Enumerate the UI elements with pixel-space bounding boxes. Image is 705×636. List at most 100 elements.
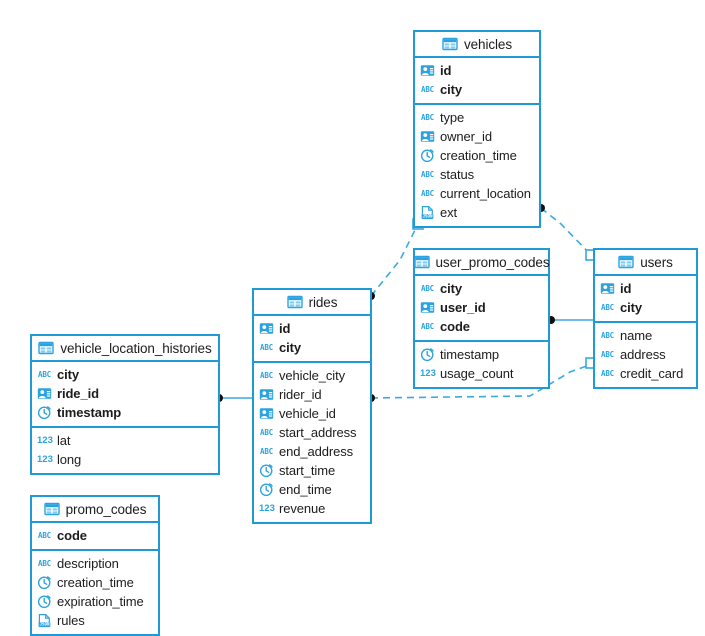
number-icon: 123 (420, 368, 436, 379)
field-end_time[interactable]: end_time (254, 480, 370, 499)
table-icon (442, 36, 458, 52)
clock-icon (420, 347, 435, 362)
field-label: creation_time (57, 575, 134, 590)
abc-text-icon: ABC (601, 331, 614, 340)
id-card-icon (600, 281, 615, 296)
field-timestamp[interactable]: timestamp (415, 345, 548, 364)
pk-field-user_id[interactable]: user_id (415, 298, 548, 317)
pk-field-timestamp[interactable]: timestamp (32, 403, 218, 422)
field-ext[interactable]: JSON ext (415, 203, 539, 222)
entity-header[interactable]: vehicle_location_histories (32, 336, 218, 362)
clock-icon (420, 148, 435, 163)
clock-icon (37, 594, 52, 609)
field-rider_id[interactable]: rider_id (254, 385, 370, 404)
field-start_time[interactable]: start_time (254, 461, 370, 480)
entity-title: vehicles (464, 36, 512, 52)
entity-header[interactable]: promo_codes (32, 497, 158, 523)
entity-title: user_promo_codes (435, 254, 550, 270)
id-card-icon (259, 406, 274, 421)
entity-header[interactable]: user_promo_codes (413, 250, 550, 276)
field-label: rules (57, 613, 85, 628)
field-label: start_time (279, 463, 336, 478)
field-label: rider_id (279, 387, 322, 402)
field-label: ext (440, 205, 458, 220)
table-icon (413, 254, 430, 270)
field-lat[interactable]: 123 lat (32, 431, 218, 450)
abc-text-icon: ABC (260, 428, 273, 437)
field-label: name (620, 328, 653, 343)
abc-text-icon: ABC (601, 303, 614, 312)
clock-icon (259, 482, 274, 497)
abc-text-icon: ABC (38, 559, 51, 568)
entity-header[interactable]: rides (254, 290, 370, 316)
field-label: lat (57, 433, 71, 448)
pk-field-id[interactable]: id (254, 319, 370, 338)
field-label: type (440, 110, 465, 125)
pk-field-id[interactable]: id (415, 61, 539, 80)
field-name[interactable]: ABC name (595, 326, 696, 345)
pk-field-ride_id[interactable]: ride_id (32, 384, 218, 403)
pk-field-city[interactable]: ABC city (595, 298, 696, 317)
abc-text-icon: ABC (260, 343, 273, 352)
abc-text-icon: ABC (38, 370, 51, 379)
field-creation_time[interactable]: creation_time (415, 146, 539, 165)
entity-title: users (640, 254, 673, 270)
field-type[interactable]: ABC type (415, 108, 539, 127)
table-icon (43, 501, 60, 517)
abc-text-icon: ABC (421, 170, 434, 179)
field-label: long (57, 452, 82, 467)
entity-header[interactable]: vehicles (415, 32, 539, 58)
number-icon: 123 (37, 435, 53, 446)
field-owner_id[interactable]: owner_id (415, 127, 539, 146)
entity-title: promo_codes (65, 501, 147, 517)
field-vehicle_id[interactable]: vehicle_id (254, 404, 370, 423)
field-label: city (620, 300, 643, 315)
entity-header[interactable]: users (595, 250, 696, 276)
pk-field-id[interactable]: id (595, 279, 696, 298)
table-icon (38, 340, 55, 356)
json-file-icon: JSON (420, 205, 435, 220)
field-label: timestamp (57, 405, 122, 420)
relationship-vehicle-location-histories-to-rides[interactable] (215, 394, 252, 402)
relationship-users-to-user-promo-codes[interactable] (547, 316, 593, 324)
abc-text-icon: ABC (260, 371, 273, 380)
clock-icon (259, 463, 274, 478)
abc-text-icon: ABC (421, 113, 434, 122)
field-expiration_time[interactable]: expiration_time (32, 592, 158, 611)
field-rules[interactable]: JSON rules (32, 611, 158, 630)
abc-text-icon: ABC (421, 189, 434, 198)
abc-text-icon: ABC (601, 369, 614, 378)
id-card-icon (420, 63, 435, 78)
field-creation_time[interactable]: creation_time (32, 573, 158, 592)
